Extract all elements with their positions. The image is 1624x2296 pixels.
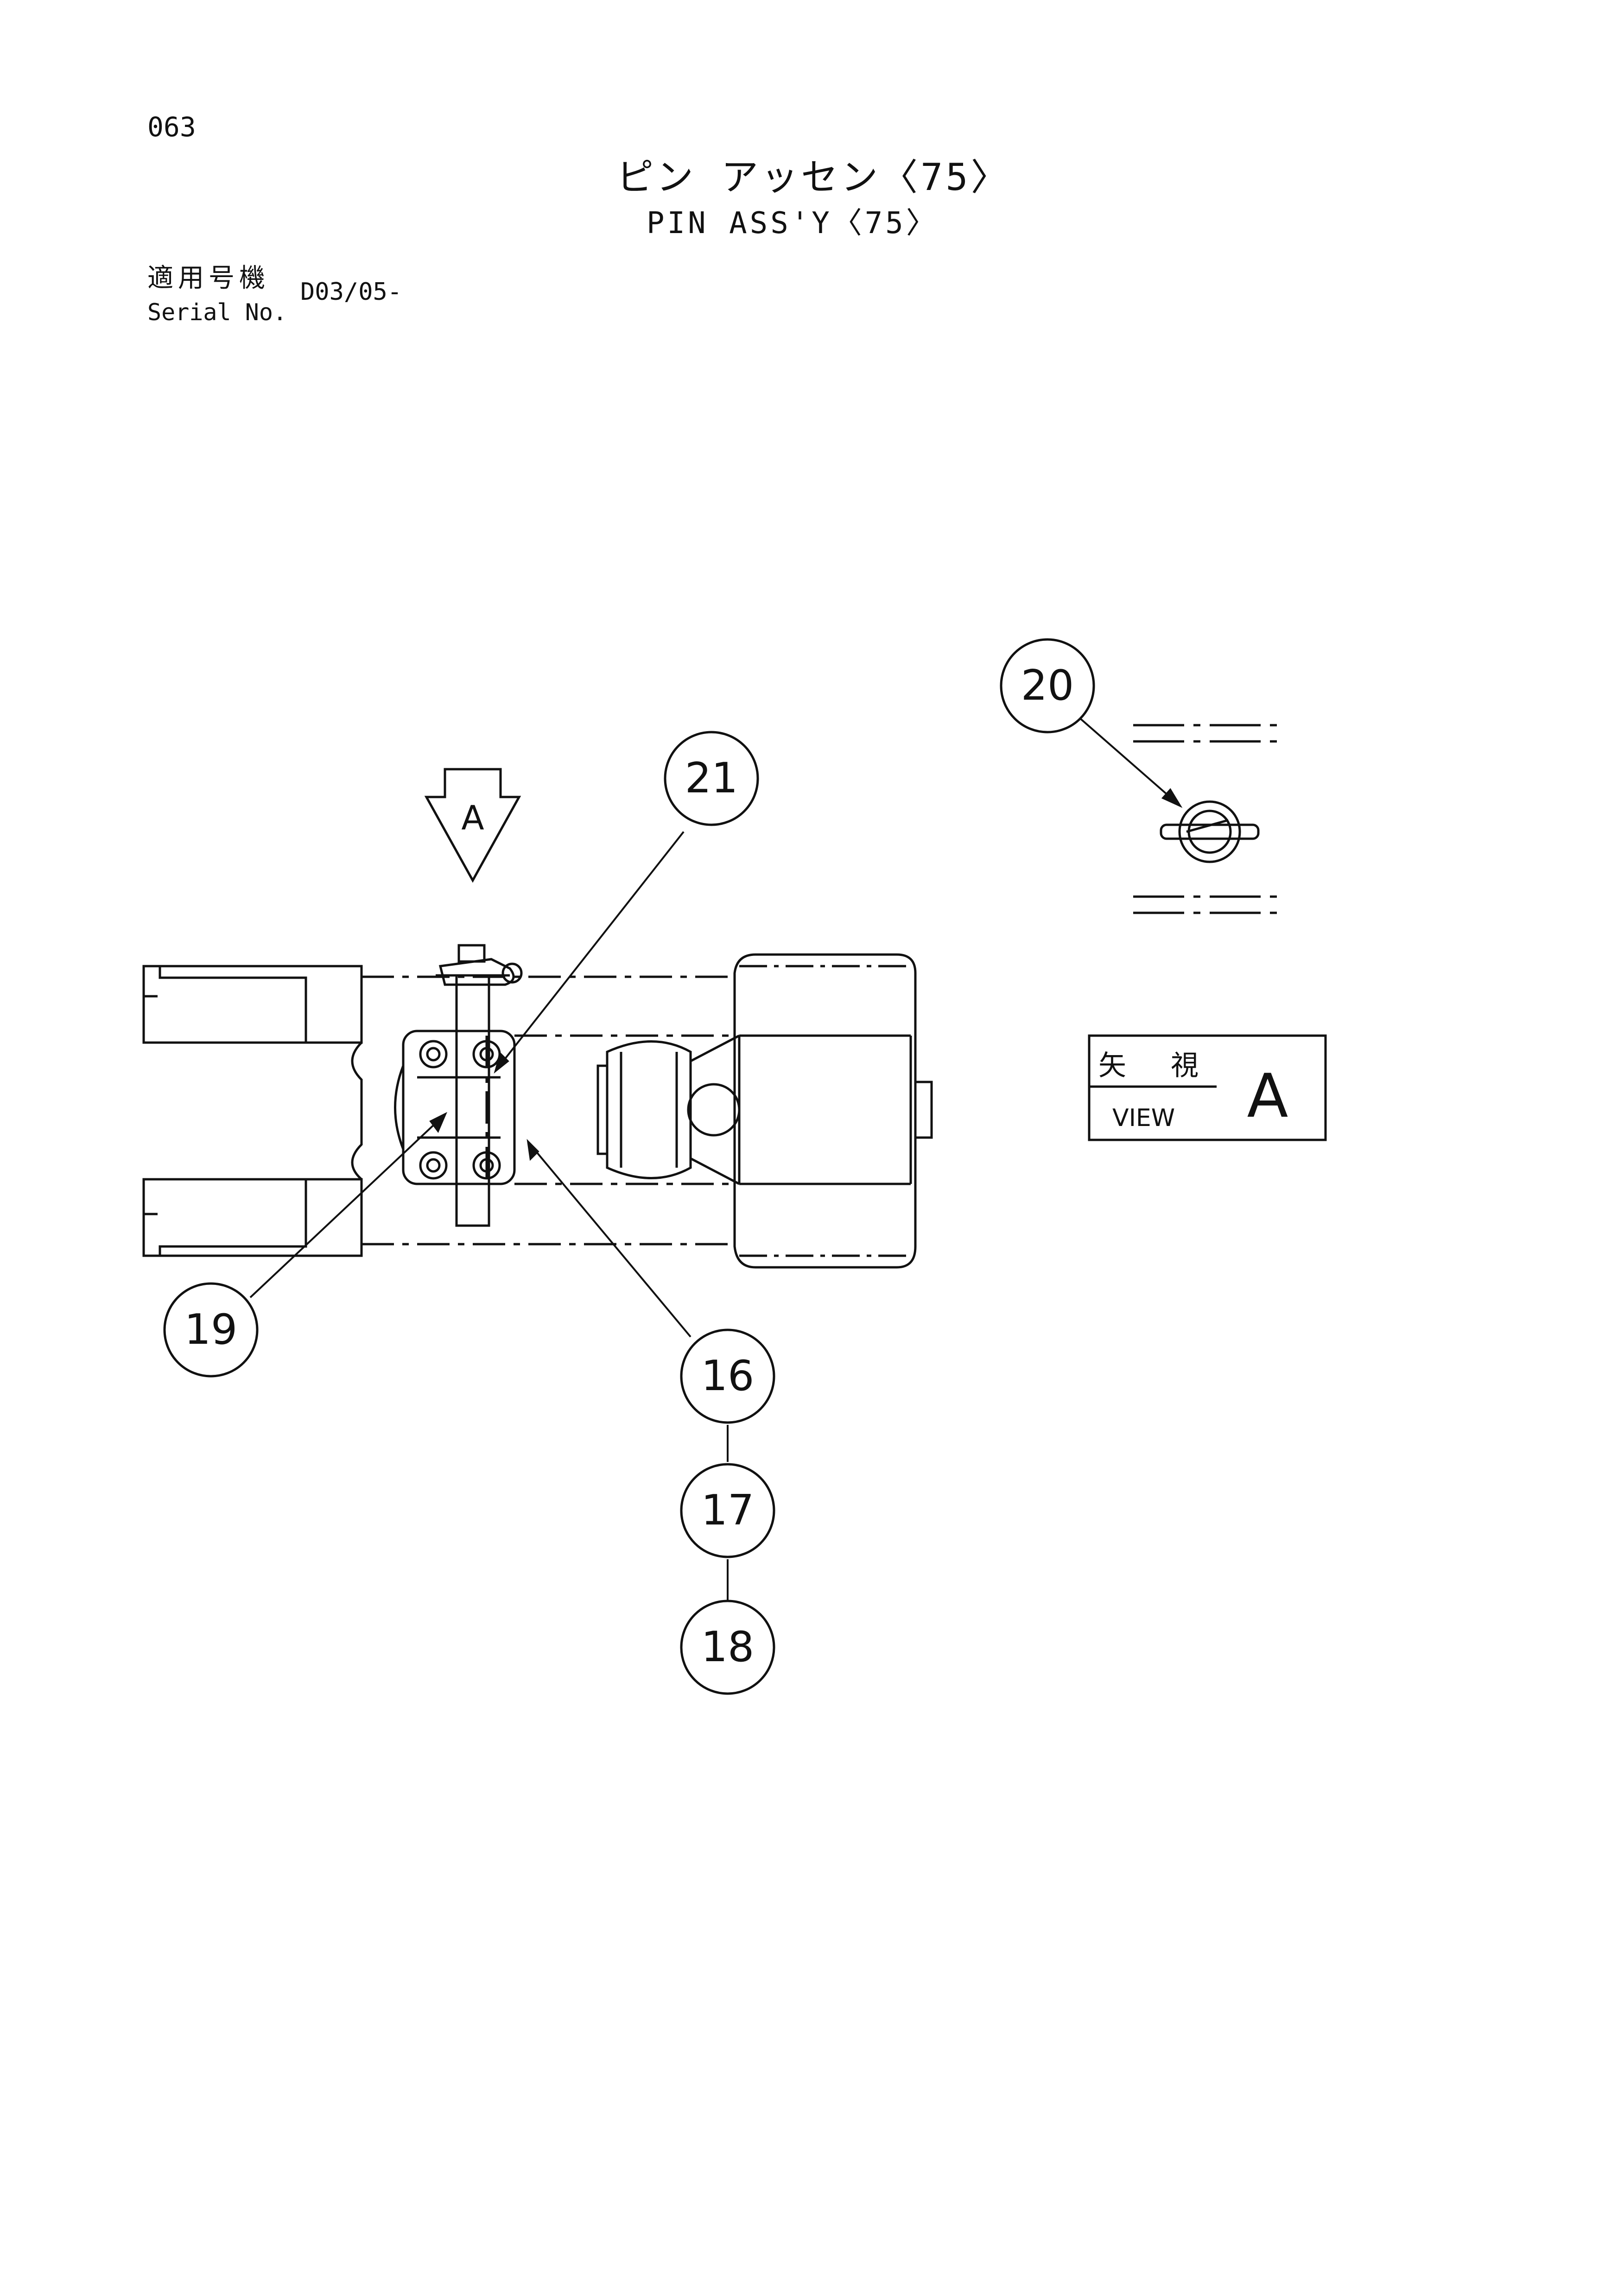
- serial-value: D03/05-: [300, 278, 402, 306]
- serial-label-en: Serial No.: [147, 299, 287, 326]
- callout-16: 16: [680, 1328, 775, 1424]
- callout-21: 21: [664, 731, 759, 826]
- callout-18: 18: [680, 1600, 775, 1695]
- leader-lines: [249, 717, 1180, 1601]
- page-title-en: PIN ASS'Y〈75〉: [647, 206, 939, 240]
- left-clevis: [142, 965, 363, 1257]
- pin-lock-plate: [394, 944, 523, 1227]
- callout-20-label: 20: [1021, 661, 1074, 710]
- callout-19-label: 19: [184, 1305, 238, 1354]
- page-number: 063: [147, 111, 196, 143]
- callout-17: 17: [680, 1463, 775, 1558]
- callout-16-label: 16: [701, 1352, 755, 1400]
- view-label-en: VIEW: [1112, 1104, 1175, 1132]
- callout-18-label: 18: [701, 1623, 755, 1671]
- view-letter: A: [1247, 1061, 1288, 1131]
- view-arrow-label: A: [461, 798, 484, 837]
- view-a-detail: [1133, 724, 1279, 914]
- callout-17-label: 17: [701, 1486, 755, 1535]
- callout-19: 19: [163, 1282, 259, 1378]
- view-label-jp: 矢 視: [1098, 1050, 1207, 1082]
- right-boss: [733, 953, 933, 1269]
- view-direction-arrow: A: [424, 768, 521, 883]
- arm-outline: [362, 975, 735, 1246]
- serial-label-jp: 適用号機: [147, 263, 270, 293]
- page-title-jp: ピン アッセン〈75〉: [616, 156, 1011, 199]
- callout-20: 20: [1000, 638, 1095, 734]
- cylinder-rod-eye: [596, 1034, 741, 1185]
- callout-21-label: 21: [685, 754, 738, 803]
- view-a-label-box: 矢 視 VIEW A: [1088, 1034, 1327, 1141]
